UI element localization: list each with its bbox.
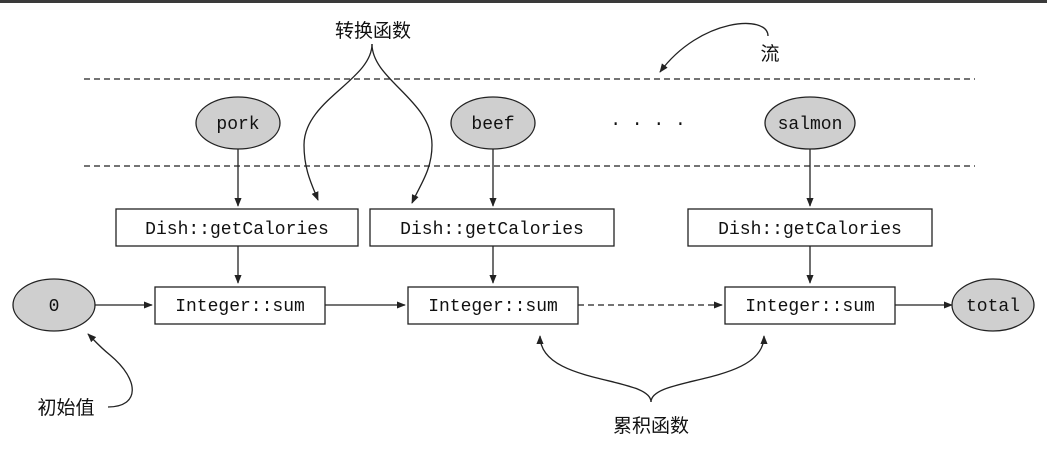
initial-value-text: 0 [49, 297, 60, 317]
stream-label: 流 [760, 43, 779, 65]
top-bar [0, 0, 1047, 3]
stream-element-label: salmon [778, 115, 843, 135]
transform-curve-left [303, 43, 373, 201]
reducer-box [154, 286, 326, 325]
mapper-box [115, 208, 359, 247]
stream-element-label: beef [471, 115, 514, 135]
accumulate-function-label: 累积函数 [613, 415, 689, 437]
initial-value-curve [87, 333, 133, 408]
stream-element-label: pork [216, 115, 259, 135]
reducer-label: Integer::sum [745, 297, 875, 317]
reducer-label: Integer::sum [428, 297, 558, 317]
mapper-label: Dish::getCalories [145, 220, 329, 240]
total-node [951, 278, 1035, 332]
mapper-label: Dish::getCalories [718, 220, 902, 240]
total-text: total [966, 297, 1020, 317]
mapper-box [369, 208, 615, 247]
initial-value-label: 初始值 [37, 397, 94, 419]
mapper-label: Dish::getCalories [400, 220, 584, 240]
transform-function-label: 转换函数 [335, 20, 411, 42]
stream-curve [659, 22, 769, 73]
accumulate-curve-right [650, 335, 768, 403]
transform-curve-right [371, 43, 433, 204]
accumulate-curve-left [536, 335, 652, 403]
reducer-label: Integer::sum [175, 297, 305, 317]
ellipsis: · · · · [610, 115, 686, 135]
reducer-box [407, 286, 579, 325]
